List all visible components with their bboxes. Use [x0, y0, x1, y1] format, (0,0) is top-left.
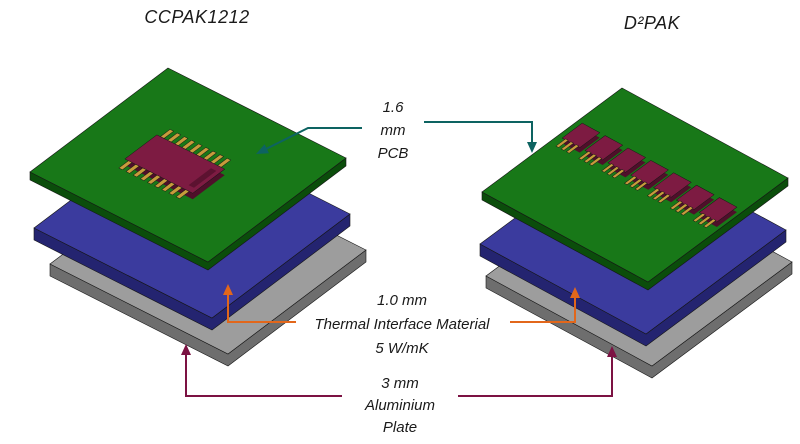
tim-arrowhead-left — [223, 284, 233, 295]
pcb-pointer-lines — [265, 121, 533, 150]
tim-label-line-2: Thermal Interface Material — [314, 316, 490, 333]
d2pak-bodies — [561, 122, 738, 223]
tim-label: 1.0 mm Thermal Interface Material 5 W/mK — [247, 289, 557, 361]
pcb-label-line-3: PCB — [377, 145, 409, 162]
title-ccpak1212: CCPAK1212 — [144, 7, 250, 27]
plate-pointer-lines — [185, 353, 613, 397]
plate-pointer-right-line — [458, 355, 613, 397]
plate-label-line-1: 3 mm — [381, 375, 419, 392]
title-d2pak: D²PAK — [623, 13, 681, 33]
pcb-pointer-right-line — [424, 121, 533, 144]
plate-pointer-heads — [181, 344, 617, 357]
stack-left — [29, 67, 367, 367]
pcb-label-line-1: 1.6 — [382, 99, 404, 116]
plate-arrowhead-right — [607, 346, 617, 357]
plate-label-line-2: Aluminium — [364, 397, 436, 414]
plate-label: 3 mm Aluminium Plate — [300, 373, 500, 439]
d2pak-components — [555, 122, 738, 228]
stack-right — [479, 87, 793, 379]
tim-pointer-heads — [223, 284, 580, 298]
ccpak-body-top — [124, 134, 226, 194]
pcb-arrowhead-right — [527, 142, 537, 153]
plate-pointer-left-line — [185, 353, 342, 397]
pcb-pointer-left-line — [265, 127, 362, 150]
pcb-label-line-2: mm — [380, 122, 406, 139]
tim-pointer-right-line — [510, 296, 576, 323]
ccpak-component — [118, 129, 232, 200]
tim-label-line-3: 5 W/mK — [375, 340, 429, 357]
ccpak-pin-row-back — [160, 129, 232, 168]
plate-label-line-3: Plate — [382, 419, 418, 436]
pcb-pointer-heads — [256, 142, 537, 154]
tim-pointer-left-line — [227, 293, 296, 323]
tim-pointer-lines — [227, 293, 576, 323]
pcb-arrowhead-left — [256, 144, 269, 154]
tim-arrowhead-right — [570, 287, 580, 298]
tim-label-line-1: 1.0 mm — [376, 292, 427, 309]
pcb-label: 1.6 mm PCB — [343, 96, 443, 165]
d2pak-leads — [555, 138, 717, 228]
plate-arrowhead-left — [181, 344, 191, 355]
ccpak-pin-row-front — [118, 160, 190, 199]
